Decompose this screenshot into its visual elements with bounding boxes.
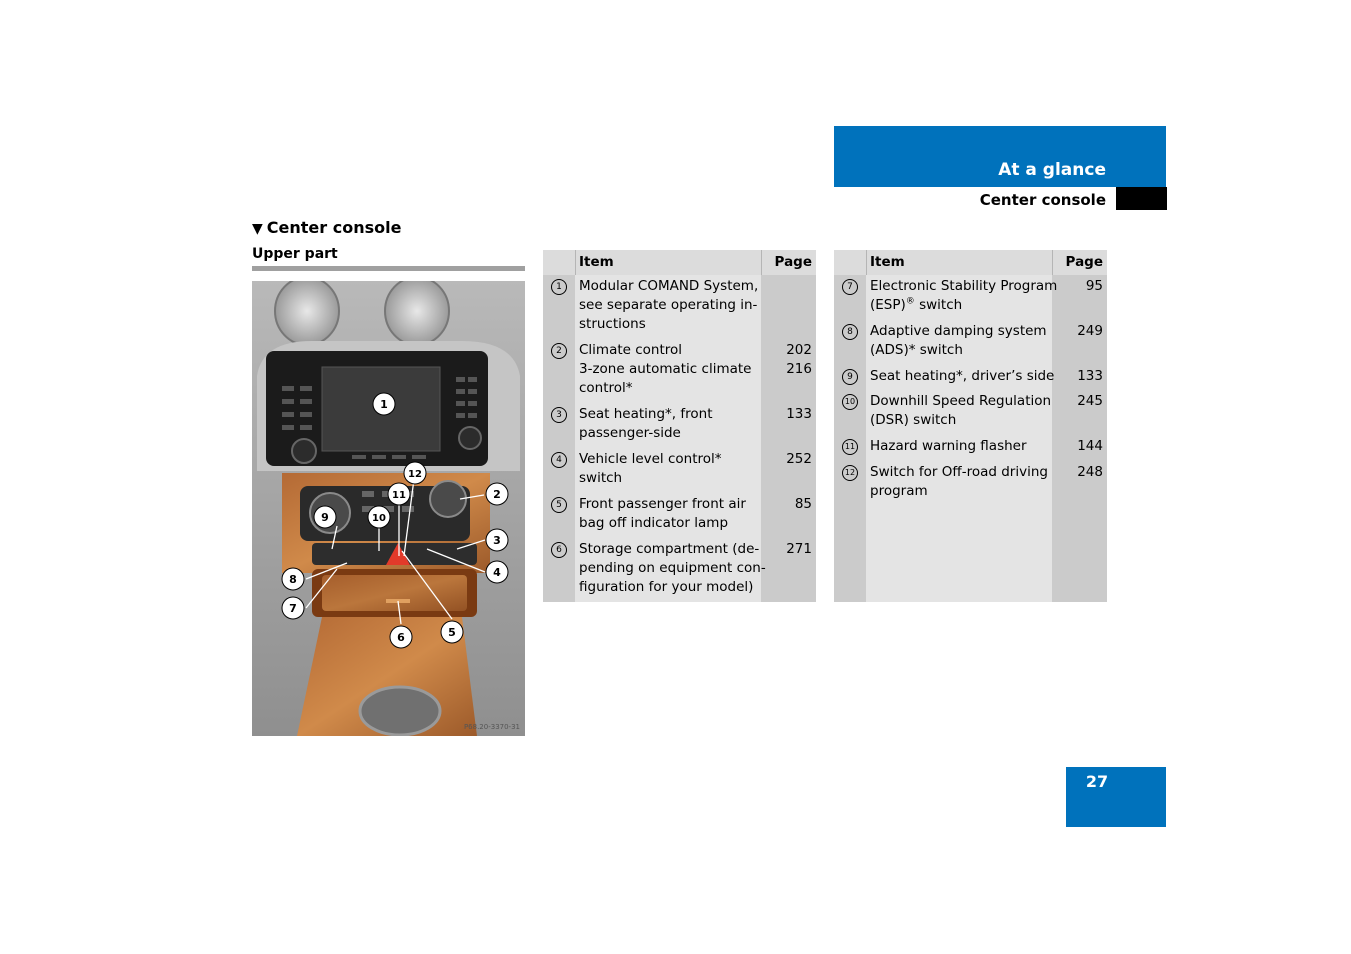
section-title: Center console [979, 191, 1106, 209]
cup-holder [358, 685, 442, 736]
svg-text:7: 7 [289, 602, 297, 615]
item-description: Storage compartment (de- pending on equi… [579, 541, 766, 596]
svg-text:9: 9 [321, 511, 329, 524]
item-number: 10 [842, 394, 858, 410]
item-number: 4 [551, 452, 567, 468]
item-number: 5 [551, 497, 567, 513]
air-vent-right [384, 281, 450, 346]
item-description: Front passenger front air bag off indica… [579, 496, 746, 532]
item-description: Vehicle level control* switch [579, 451, 722, 487]
item-page: 248 [1077, 464, 1103, 480]
item-page: 271 [786, 541, 812, 557]
callout-6: 6 [389, 625, 413, 649]
svg-text:12: 12 [408, 469, 422, 480]
item-number: 12 [842, 465, 858, 481]
item-description: Adaptive damping system (ADS)* switch [870, 323, 1047, 359]
callout-4: 4 [485, 560, 509, 584]
column-header-item: Item [579, 254, 614, 270]
section-marker [1116, 187, 1167, 210]
item-description: Seat heating*, front passenger-side [579, 406, 713, 442]
item-page: 95 [1085, 278, 1103, 294]
item-page: 245 [1077, 393, 1103, 409]
subheading-rule [252, 266, 525, 271]
table-items-7-12: Item Page 7 Electronic Stability Program… [834, 250, 1107, 602]
callout-11: 11 [387, 482, 411, 506]
item-page: 252 [786, 451, 812, 467]
page-number: 27 [1085, 772, 1109, 791]
callout-1: 1 [372, 392, 396, 416]
item-description: Modular COMAND System, see separate oper… [579, 278, 759, 333]
callout-7: 7 [281, 596, 305, 620]
chapter-title: At a glance [998, 160, 1106, 180]
item-number: 1 [551, 279, 567, 295]
item-number: 2 [551, 343, 567, 359]
svg-text:11: 11 [392, 490, 406, 501]
item-number: 9 [842, 369, 858, 385]
item-description: Hazard warning flasher [870, 438, 1027, 454]
item-number: 6 [551, 542, 567, 558]
callout-5: 5 [440, 620, 464, 644]
svg-text:2: 2 [493, 488, 501, 501]
table-header [543, 250, 816, 275]
svg-text:3: 3 [493, 534, 501, 547]
page-number-tab [1066, 767, 1166, 827]
page-heading: ▼Center console [252, 218, 401, 237]
callout-10: 10 [367, 505, 391, 529]
triangle-down-icon: ▼ [252, 221, 263, 237]
item-description: Switch for Off-road driving program [870, 464, 1048, 500]
item-number: 8 [842, 324, 858, 340]
item-description: Electronic Stability Program (ESP)® swit… [870, 278, 1058, 314]
svg-text:10: 10 [372, 513, 386, 524]
registered-mark: ® [905, 296, 915, 307]
item-number: 3 [551, 407, 567, 423]
item-page: 202 216 [786, 342, 812, 378]
svg-text:1: 1 [380, 398, 388, 411]
svg-text:8: 8 [289, 573, 297, 586]
item-description: Downhill Speed Regulation (DSR) switch [870, 393, 1052, 429]
svg-text:5: 5 [448, 626, 456, 639]
air-vent-left [274, 281, 340, 346]
item-page: 133 [1077, 368, 1103, 384]
page-subheading: Upper part [252, 246, 338, 262]
column-header-page: Page [1065, 254, 1103, 270]
item-description: Climate control 3-zone automatic climate… [579, 342, 752, 397]
hazard-button [386, 543, 410, 565]
column-header-page: Page [774, 254, 812, 270]
column-header-item: Item [870, 254, 905, 270]
table-header [834, 250, 1107, 275]
item-number: 7 [842, 279, 858, 295]
callout-3: 3 [485, 528, 509, 552]
svg-text:6: 6 [397, 631, 405, 644]
callout-2: 2 [485, 482, 509, 506]
page-heading-text: Center console [266, 218, 402, 237]
callout-8: 8 [281, 567, 305, 591]
item-page: 85 [794, 496, 812, 512]
callout-9: 9 [313, 505, 337, 529]
chapter-tab [834, 126, 1166, 187]
table-items-1-6: Item Page 1 Modular COMAND System, see s… [543, 250, 816, 602]
item-page: 249 [1077, 323, 1103, 339]
illustration-code: P68.20-3370-31 [464, 723, 520, 731]
item-page: 133 [786, 406, 812, 422]
item-number: 11 [842, 439, 858, 455]
item-description: Seat heating*, driver’s side [870, 368, 1055, 384]
item-page: 144 [1077, 438, 1103, 454]
center-console-illustration: 1 2 3 4 5 6 7 8 9 10 11 12 P68.20-3370-3… [252, 281, 525, 736]
svg-text:4: 4 [493, 566, 501, 579]
callout-12: 12 [403, 461, 427, 485]
